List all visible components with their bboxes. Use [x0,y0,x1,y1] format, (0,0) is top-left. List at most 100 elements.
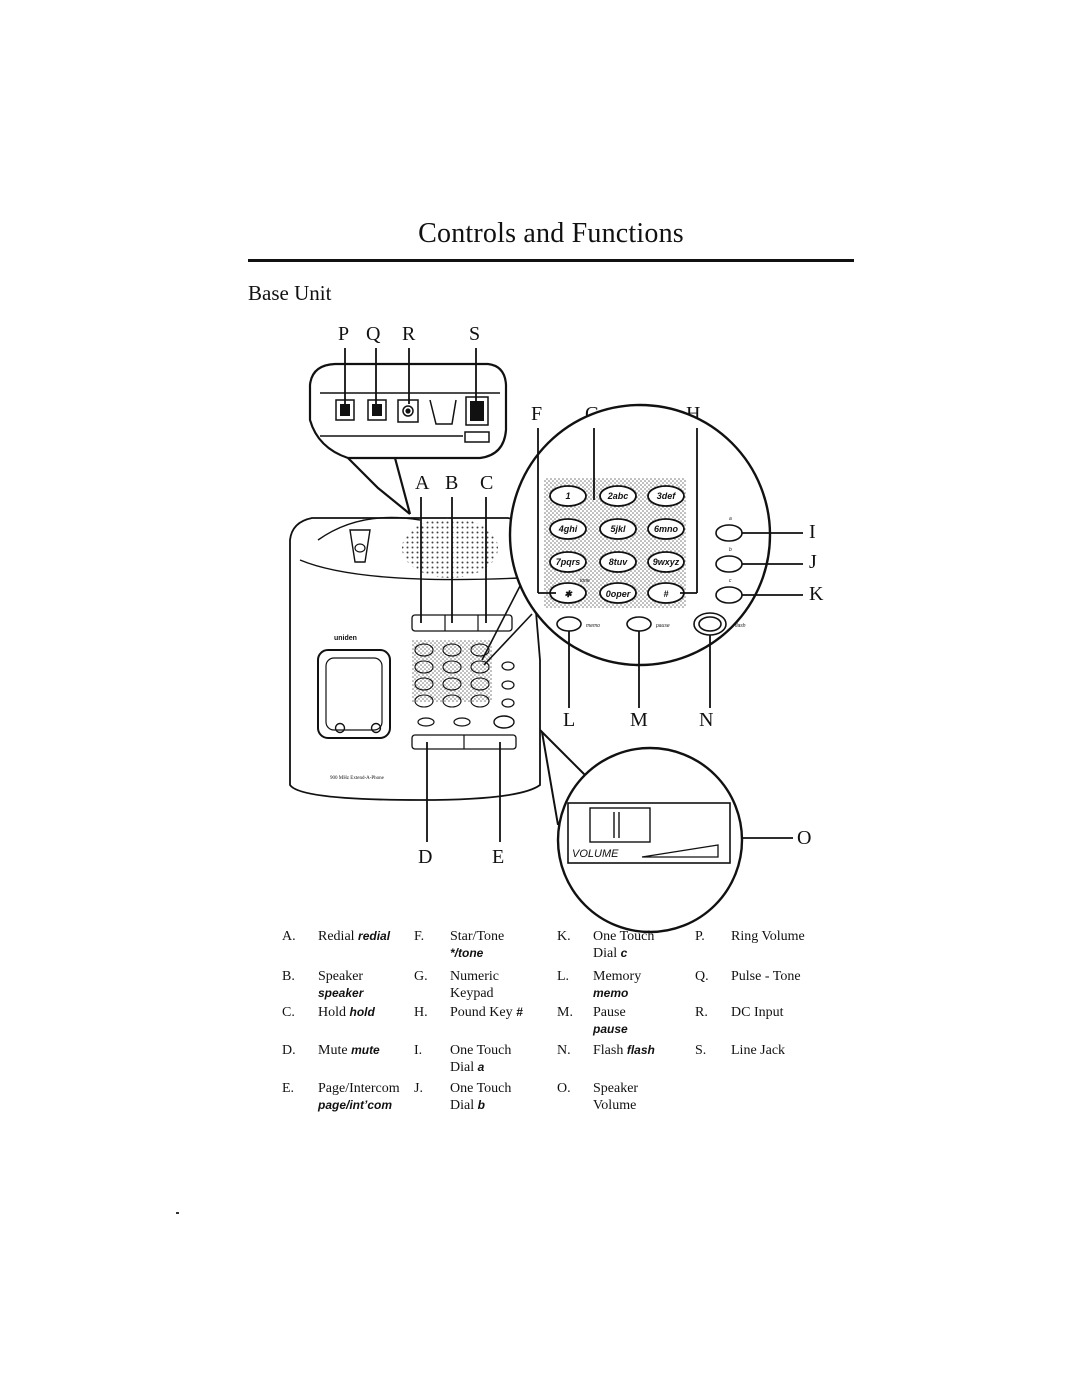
legend-line2: memo [593,986,629,1000]
legend-key-label: # [516,1005,523,1019]
section-title: Base Unit [248,281,332,305]
label-b: b [729,547,732,553]
legend-code: K. [557,929,571,944]
legend-text: Memory memo [593,968,641,1002]
legend-text: Hold hold [318,1004,375,1021]
label-c: c [729,578,732,584]
legend-name: Mute [318,1043,348,1058]
callout-d: D [418,846,432,868]
legend-name: One Touch [450,1081,512,1096]
legend-key-label: b [477,1098,485,1112]
legend-text: Speaker speaker [318,968,363,1002]
legend-line2: page/int’com [318,1098,393,1112]
legend-name: Speaker [593,1081,639,1096]
page-title: Controls and Functions [418,218,684,249]
legend-name: Pound Key [450,1005,513,1020]
callout-f: F [531,403,542,425]
legend-code: F. [414,929,425,944]
callout-o: O [797,827,811,849]
legend-line2: Keypad [450,986,494,1001]
legend-code: S. [695,1043,707,1058]
legend-line2: speaker [318,986,364,1000]
legend-code: B. [282,969,295,984]
legend-name: Star/Tone [450,929,505,944]
legend-key-label: c [620,946,628,960]
key-8: 8tuv [609,557,629,567]
legend-text: DC Input [731,1004,784,1021]
legend-name: Memory [593,969,642,984]
callout-letters: P Q R S A B C F G H I J K L M N O D E [338,323,824,868]
title-rule [248,259,854,262]
legend-line2: */tone [450,946,484,960]
callout-m: M [630,709,648,731]
legend-name: Pause [593,1005,626,1020]
legend-key-label: flash [626,1043,655,1057]
legend-name: Flash [593,1043,624,1058]
label-a: a [729,516,732,522]
tone-label: tone [580,578,590,584]
legend-code: D. [282,1043,296,1058]
callout-s: S [469,323,480,345]
legend-name: Redial [318,929,355,944]
callout-a: A [415,472,430,494]
legend-name: Hold [318,1005,346,1020]
callout-p: P [338,323,349,345]
legend-name: Pulse - Tone [731,969,801,984]
key-4: 4ghi [558,524,578,534]
legend-key-label: mute [351,1043,380,1057]
legend-name: Speaker [318,969,364,984]
legend-code: N. [557,1043,571,1058]
volume-callout: VOLUME [539,729,793,934]
legend-code: R. [695,1005,708,1020]
legend-line2: Dial [450,1060,475,1075]
base-unit-diagram: P Q R S A B C F G H I J K L M N O D E [289,323,824,934]
leader-lines-base [420,497,501,842]
callout-c: C [480,472,493,494]
legend-name: DC Input [731,1005,784,1020]
legend-key-label: redial [358,929,391,943]
legend-name: One Touch [450,1043,512,1058]
legend-name: One Touch [593,929,655,944]
base-unit-body [289,516,541,801]
key-3: 3def [657,491,677,501]
legend-text: Star/Tone */tone [450,928,504,962]
callout-q: Q [366,323,381,345]
legend-code: E. [282,1081,295,1096]
volume-label: VOLUME [572,848,619,860]
key-star: ✱ [564,589,573,599]
key-5: 5jkl [610,524,626,534]
legend-code: H. [414,1005,428,1020]
legend-code: I. [414,1043,423,1058]
legend-code: L. [557,969,570,984]
callout-b: B [445,472,458,494]
legend-text: Line Jack [731,1042,785,1059]
key-9: 9wxyz [653,557,680,567]
legend-text: Flash flash [593,1042,655,1059]
legend-text: Pound Key # [450,1004,523,1021]
callout-j: J [809,551,817,573]
legend-code: M. [557,1005,573,1020]
legend-text: Ring Volume [731,928,805,945]
legend-code: G. [414,969,428,984]
legend-name: Numeric [450,969,499,984]
legend-text: Page/Intercom page/int’com [318,1080,400,1114]
legend-text: Pulse - Tone [731,968,801,985]
callout-r: R [402,323,416,345]
legend-name: Ring Volume [731,929,805,944]
legend-code: J. [414,1081,423,1096]
legend-code: C. [282,1005,295,1020]
key-1: 1 [565,491,570,501]
legend-line2: pause [593,1022,628,1036]
legend-name: Page/Intercom [318,1081,400,1096]
legend-code: O. [557,1081,571,1096]
legend-text: Mute mute [318,1042,380,1059]
legend-name: Line Jack [731,1043,786,1058]
legend-text: Pause pause [593,1004,628,1038]
key-7: 7pqrs [556,557,581,567]
rear-panel-callout [308,348,508,515]
